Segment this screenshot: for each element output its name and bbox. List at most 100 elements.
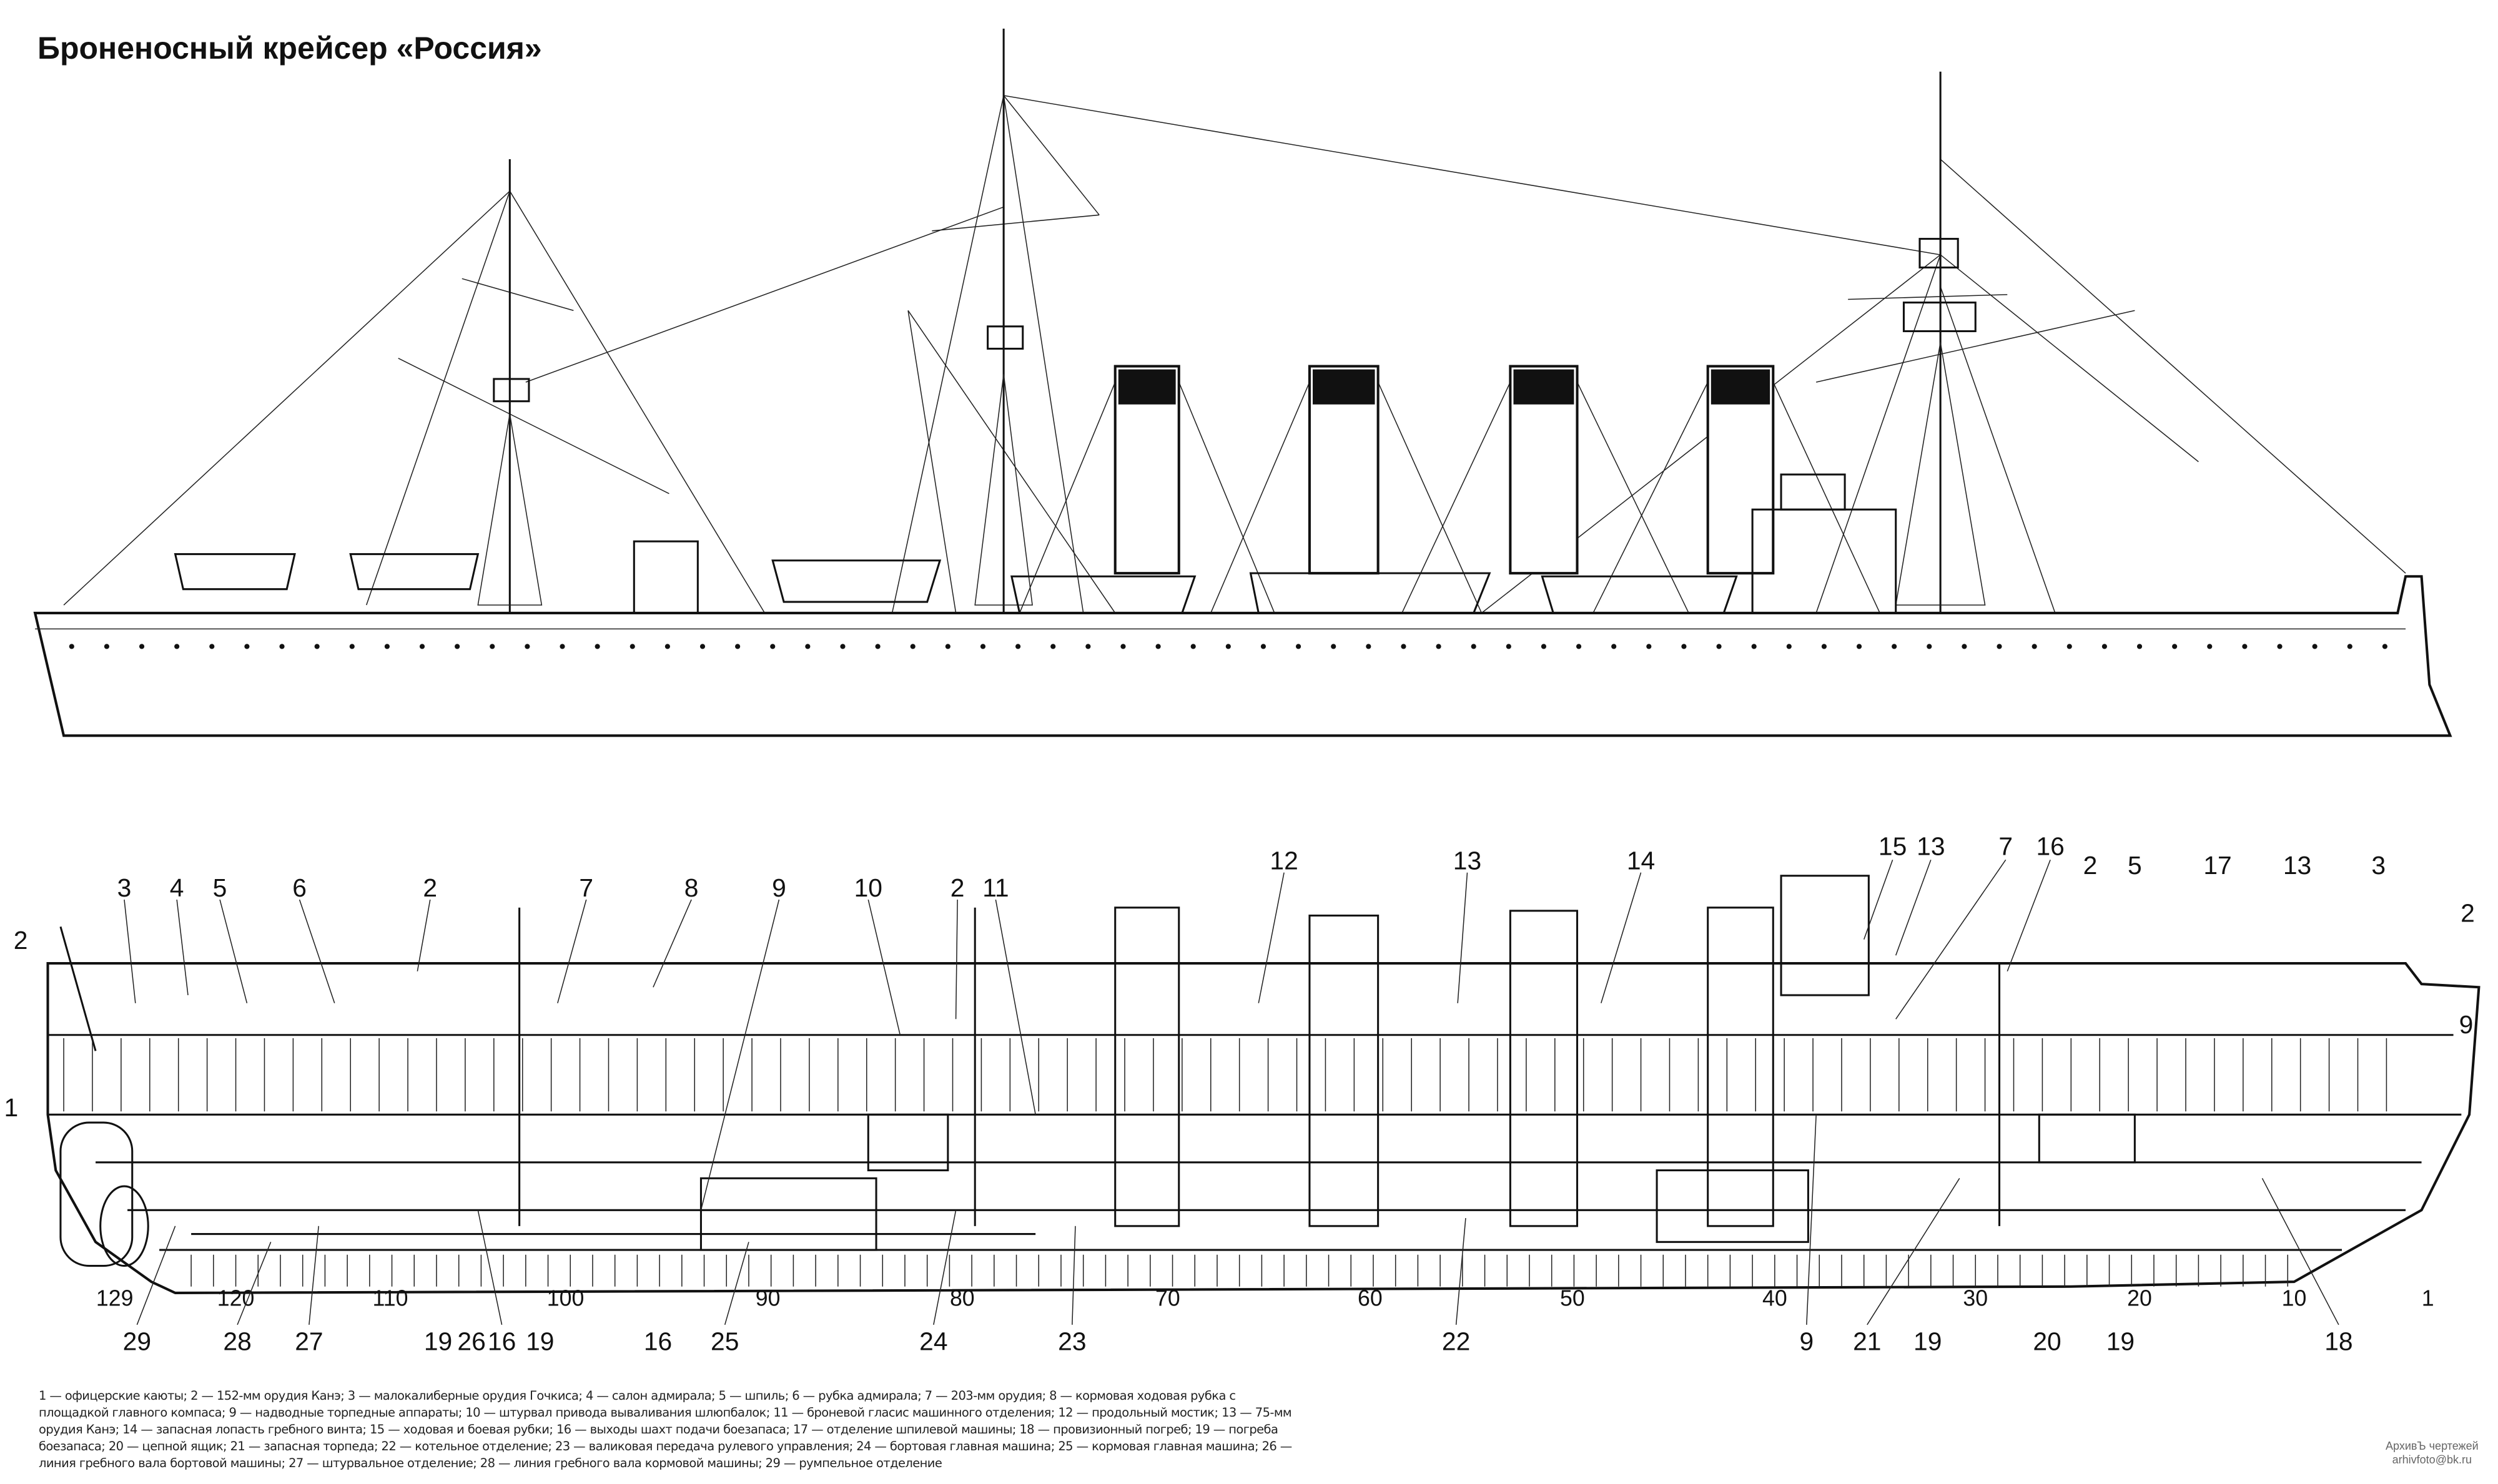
- callout-label: 2: [2083, 851, 2098, 880]
- porthole: [1471, 644, 1476, 649]
- porthole: [1927, 644, 1932, 649]
- porthole: [1962, 644, 1967, 649]
- legend-item: 10 — штурвал привода вываливания шлюпбал…: [465, 1405, 774, 1420]
- section-view: [46, 875, 2481, 1294]
- callout-label: 9: [772, 873, 786, 902]
- legend-item: 2 — 152-мм орудия Канэ;: [190, 1388, 348, 1403]
- legend-item: 23 — валиковая передача рулевого управле…: [555, 1439, 857, 1453]
- callout-label: 2: [423, 873, 437, 902]
- callout-label: 6: [292, 873, 307, 902]
- callout-label: 24: [919, 1327, 947, 1356]
- callout-label: 2: [14, 926, 28, 955]
- porthole: [595, 644, 600, 649]
- leader-line: [1258, 872, 1285, 1003]
- porthole: [104, 644, 109, 649]
- callout-label: 13: [1917, 832, 1945, 861]
- callout-label: 29: [123, 1327, 151, 1356]
- leader-line: [700, 899, 780, 1211]
- callout-label: 2: [2461, 899, 2475, 928]
- legend-item: 8 — кормовая ходовая рубка с площадкой г…: [39, 1388, 1236, 1420]
- leader-line: [1601, 872, 1642, 1003]
- porthole: [805, 644, 811, 649]
- frame-number: 30: [1963, 1285, 1988, 1310]
- callout-label: 10: [854, 873, 882, 902]
- legend-item: 3 — малокалиберные орудия Гочкиса;: [347, 1388, 586, 1403]
- legend-item: 11 — броневой гласис машинного отделения…: [773, 1405, 1059, 1420]
- frame-number: 129: [96, 1285, 134, 1310]
- callout-label: 8: [684, 873, 699, 902]
- callout-label: 3: [2371, 851, 2386, 880]
- porthole: [1786, 644, 1792, 649]
- leader-line: [995, 899, 1036, 1115]
- frame-number: 20: [2127, 1285, 2152, 1310]
- funnel-4: [1706, 365, 1775, 575]
- funnels: [1113, 365, 1775, 575]
- leader-line: [2007, 859, 2051, 972]
- callout-label: 1: [4, 1093, 19, 1122]
- callout-label: 16: [488, 1327, 516, 1356]
- frame-number: 90: [756, 1285, 781, 1310]
- porthole: [2136, 644, 2143, 649]
- leader-line: [477, 1210, 503, 1325]
- callout-label: 13: [1453, 847, 1481, 875]
- porthole: [1085, 644, 1091, 649]
- porthole: [2066, 644, 2072, 649]
- engine-room: [699, 1113, 2136, 1251]
- porthole: [2277, 644, 2283, 649]
- callout-label: 3: [117, 873, 132, 902]
- callout-label: 2: [950, 873, 965, 902]
- porthole: [1120, 644, 1126, 649]
- porthole: [2312, 644, 2318, 649]
- legend-item: 9 — надводные торпедные аппараты;: [229, 1405, 466, 1420]
- masts: [477, 28, 1986, 613]
- porthole: [490, 644, 495, 649]
- leader-line: [124, 899, 136, 1003]
- callout-label: 19: [2106, 1327, 2135, 1356]
- porthole: [1646, 644, 1652, 649]
- callout-label: 9: [2459, 1010, 2474, 1039]
- porthole: [419, 644, 425, 649]
- rudder: [59, 1121, 149, 1267]
- legend-item: 4 — салон адмирала;: [585, 1388, 719, 1403]
- funnel-1: [1113, 365, 1180, 575]
- callout-label: 28: [223, 1327, 251, 1356]
- porthole: [2172, 644, 2178, 649]
- leader-line: [136, 1226, 176, 1325]
- leader-line: [417, 899, 431, 971]
- porthole: [735, 644, 741, 649]
- porthole: [1751, 644, 1757, 649]
- callout-label: 17: [2203, 851, 2231, 880]
- frame-number: 60: [1358, 1285, 1383, 1310]
- porthole: [1611, 644, 1617, 649]
- callout-label: 26: [457, 1327, 485, 1356]
- legend-item: 12 — продольный мостик;: [1058, 1405, 1222, 1420]
- leader-line: [309, 1226, 319, 1325]
- porthole: [1155, 644, 1161, 649]
- porthole: [2347, 644, 2352, 649]
- porthole: [560, 644, 565, 649]
- legend-item: 16 — выходы шахт подачи боезапаса;: [556, 1422, 793, 1437]
- callout-label: 21: [1853, 1327, 1881, 1356]
- frame-number: 80: [950, 1285, 975, 1310]
- callout-label: 7: [1998, 832, 2013, 861]
- porthole: [840, 644, 846, 649]
- callout-label: 23: [1058, 1327, 1086, 1356]
- portholes: [69, 644, 2387, 649]
- frame-number: 1: [2422, 1285, 2434, 1310]
- legend-item: 26 — линия гребного вала бортовой машины…: [39, 1439, 1292, 1470]
- porthole: [349, 644, 355, 649]
- callout-label: 19: [526, 1327, 554, 1356]
- porthole: [525, 644, 530, 649]
- legend-item: 27 — штурвальное отделение;: [289, 1456, 480, 1470]
- callout-label: 20: [2033, 1327, 2061, 1356]
- porthole: [2101, 644, 2107, 649]
- callout-label: 4: [170, 873, 184, 902]
- callout-label: 15: [1878, 832, 1907, 861]
- frame-number: 120: [217, 1285, 255, 1310]
- porthole: [770, 644, 776, 649]
- legend-item: 5 — шпиль;: [718, 1388, 792, 1403]
- legend-item: 22 — котельное отделение;: [381, 1439, 555, 1453]
- credit-email: arhivfoto@bk.ru: [2392, 1453, 2472, 1466]
